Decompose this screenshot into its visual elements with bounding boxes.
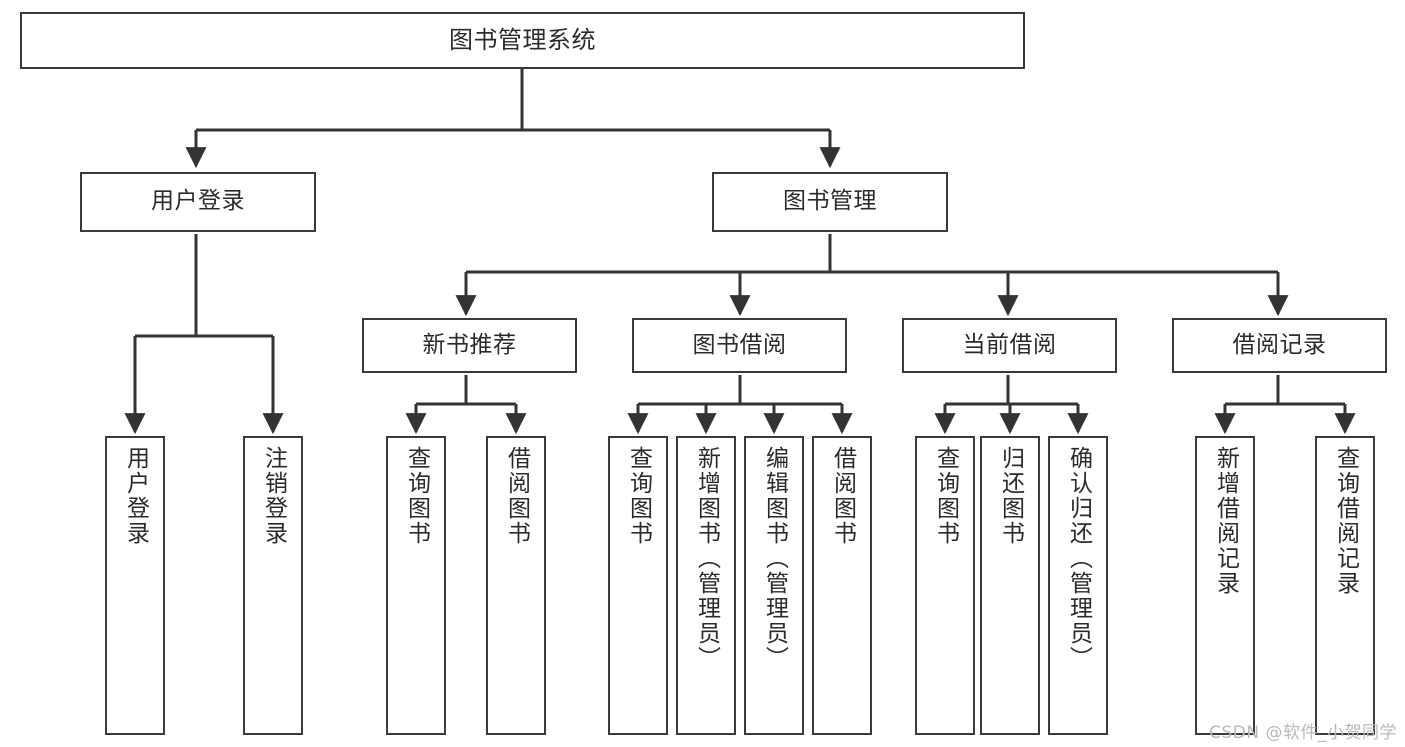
node-label: 当前借阅 [962, 331, 1057, 358]
node-user-login[interactable]: 用户登录 [80, 172, 316, 232]
node-leaf-borrow-book[interactable]: 借阅图书 [812, 436, 872, 735]
node-label: 用户登录 [122, 446, 149, 546]
node-label: 查询借阅记录 [1332, 446, 1359, 596]
node-label: 归还图书 [997, 446, 1024, 546]
node-label: 查询图书 [932, 446, 959, 546]
node-label: 用户登录 [151, 188, 245, 215]
node-leaf-query-book-borrow[interactable]: 查询图书 [608, 436, 668, 735]
node-leaf-confirm-return-admin[interactable]: 确认归还（管理员） [1048, 436, 1108, 735]
node-book-management[interactable]: 图书管理 [712, 172, 948, 232]
node-label: 确认归还（管理员） [1065, 446, 1092, 671]
node-label: 借阅图书 [829, 446, 856, 546]
node-borrow-record[interactable]: 借阅记录 [1172, 318, 1387, 373]
node-leaf-query-book-current[interactable]: 查询图书 [915, 436, 975, 735]
node-label: 查询图书 [403, 446, 430, 546]
node-label: 注销登录 [260, 446, 287, 546]
node-label: 图书管理系统 [449, 26, 596, 55]
node-label: 编辑图书（管理员） [761, 446, 788, 671]
node-leaf-edit-book-admin[interactable]: 编辑图书（管理员） [744, 436, 804, 735]
node-leaf-query-borrow-record[interactable]: 查询借阅记录 [1315, 436, 1375, 735]
node-root-system[interactable]: 图书管理系统 [20, 12, 1025, 69]
node-label: 查询图书 [625, 446, 652, 546]
node-leaf-add-borrow-record[interactable]: 新增借阅记录 [1195, 436, 1255, 735]
node-leaf-user-login[interactable]: 用户登录 [105, 436, 165, 735]
node-current-borrow[interactable]: 当前借阅 [902, 318, 1117, 373]
node-leaf-logout[interactable]: 注销登录 [243, 436, 303, 735]
node-label: 图书管理 [783, 188, 877, 215]
node-label: 新书推荐 [422, 331, 517, 358]
node-leaf-borrow-book-recommend[interactable]: 借阅图书 [486, 436, 546, 735]
node-leaf-query-book-recommend[interactable]: 查询图书 [386, 436, 446, 735]
node-label: 新增借阅记录 [1212, 446, 1239, 596]
node-leaf-add-book-admin[interactable]: 新增图书（管理员） [676, 436, 736, 735]
node-new-book-recommend[interactable]: 新书推荐 [362, 318, 577, 373]
node-book-borrow[interactable]: 图书借阅 [632, 318, 847, 373]
node-label: 新增图书（管理员） [693, 446, 720, 671]
node-label: 图书借阅 [692, 331, 787, 358]
node-label: 借阅记录 [1232, 331, 1327, 358]
node-leaf-return-book[interactable]: 归还图书 [980, 436, 1040, 735]
node-label: 借阅图书 [503, 446, 530, 546]
